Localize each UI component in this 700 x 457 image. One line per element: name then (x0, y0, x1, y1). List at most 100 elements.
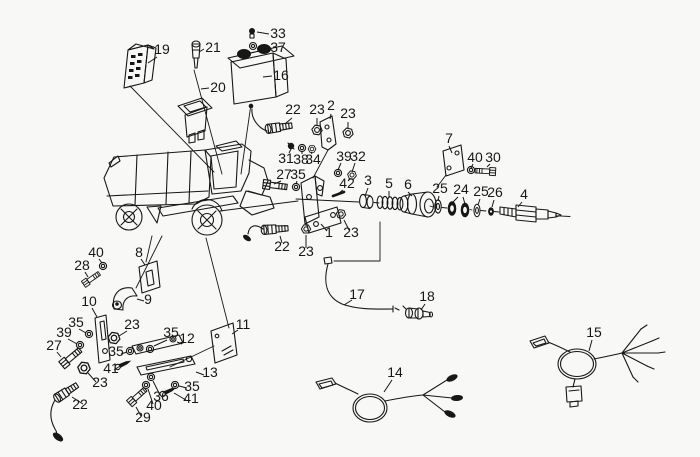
callout-leader-line (78, 328, 87, 334)
part-12-strip (131, 334, 184, 355)
part-number-22: 22 (72, 396, 88, 412)
callout-leader-line (470, 163, 474, 169)
callout-leader-line (273, 180, 282, 185)
part-31-screw (287, 142, 295, 150)
part-number-6: 6 (404, 176, 412, 192)
part-number-22: 22 (274, 238, 290, 254)
part-42-pin (331, 190, 346, 198)
callout-leader-line (231, 329, 239, 335)
part-number-32: 32 (350, 148, 366, 164)
part-15-wiring-harness (529, 324, 666, 408)
part-number-38: 38 (293, 151, 309, 167)
part-13-slotted-strip (136, 355, 196, 376)
part-number-40: 40 (88, 244, 104, 260)
callout-leader-line (256, 31, 270, 35)
callout-leader-line (407, 191, 413, 197)
callout-leader-line (200, 87, 210, 90)
part-7-cover-plate (442, 144, 465, 177)
part-3-bushing (359, 193, 374, 210)
callout-leader-line (329, 113, 332, 120)
callout-leader-line (262, 75, 273, 78)
part-6-hub (399, 191, 437, 218)
part-23-nut (300, 224, 312, 234)
part-number-20: 20 (210, 79, 226, 95)
part-23-nut (341, 126, 355, 140)
part-number-18: 18 (419, 288, 435, 304)
callout-leader-line (517, 201, 523, 208)
callout-leader-line (118, 330, 128, 337)
part-number-27: 27 (46, 337, 62, 353)
part-number-39: 39 (56, 324, 72, 340)
part-number-33: 33 (270, 25, 286, 41)
part-number-29: 29 (135, 409, 151, 425)
callout-leader-line (448, 145, 453, 154)
callout-leader-line (285, 117, 293, 124)
callout-leader-line (343, 219, 350, 231)
callout-leader-line (120, 351, 128, 355)
part-11-plate (210, 322, 238, 364)
callout-leader-line (147, 56, 158, 64)
callout-leader-line (338, 189, 344, 194)
part-number-19: 19 (154, 41, 170, 57)
part-number-23: 23 (124, 316, 140, 332)
callout-leader-line (420, 303, 426, 311)
callout-leader-line (364, 187, 369, 197)
part-number-37: 37 (270, 39, 286, 55)
part-number-23: 23 (92, 374, 108, 390)
part-number-23: 23 (309, 101, 325, 117)
part-number-25: 25 (432, 180, 448, 196)
part-26-nut (488, 207, 494, 216)
part-number-35: 35 (290, 166, 306, 182)
callout-leader-line (113, 365, 121, 371)
callout-leader-line (343, 299, 353, 306)
part-29-bolt (126, 385, 149, 408)
part-number-35: 35 (108, 343, 124, 359)
callout-leader-line (67, 338, 78, 345)
callout-leader-line (477, 198, 481, 206)
part-number-16: 16 (273, 67, 289, 83)
part-number-40: 40 (467, 149, 483, 165)
part-5-spring (376, 195, 404, 211)
callout-leader-line (198, 48, 205, 53)
part-number-7: 7 (445, 130, 453, 146)
part-number-40: 40 (146, 397, 162, 413)
callout-leader-line (152, 380, 161, 396)
part-35-washer (145, 344, 155, 354)
part-number-1: 1 (325, 224, 333, 240)
part-number-35: 35 (184, 378, 200, 394)
callout-leader-line (147, 388, 154, 405)
callout-leader-line (84, 271, 89, 278)
part-35-washer (84, 329, 94, 339)
callout-leader-line (136, 298, 145, 302)
callout-leader-line (337, 162, 342, 171)
callout-leader-line (71, 396, 84, 405)
part-number-42: 42 (339, 175, 355, 191)
callout-leader-line (588, 339, 593, 352)
part-number-34: 34 (305, 151, 321, 167)
part-number-35: 35 (163, 324, 179, 340)
callout-leader-line (87, 372, 97, 383)
callout-leader-line (295, 180, 298, 185)
part-number-28: 28 (74, 257, 90, 273)
callout-leader-line (98, 258, 103, 264)
part-number-5: 5 (385, 175, 393, 191)
callout-leader-line (451, 196, 459, 204)
part-number-31: 31 (278, 150, 294, 166)
callout-leader-line (462, 196, 466, 205)
part-number-15: 15 (586, 324, 602, 340)
callout-leader-line (257, 46, 270, 49)
callout-leader-line (486, 163, 491, 168)
callout-leader-line (383, 379, 393, 393)
part-number-11: 11 (236, 316, 251, 332)
callout-leader-line (195, 371, 205, 376)
part-2-angle-plate (319, 115, 337, 151)
callout-leader-line (91, 307, 98, 318)
part-36-washer (146, 372, 156, 382)
part-number-10: 10 (81, 293, 97, 309)
part-4-switch-body (499, 204, 562, 223)
assembly-connection-lines (129, 69, 447, 368)
part-number-22: 22 (285, 101, 301, 117)
part-number-23: 23 (298, 243, 314, 259)
